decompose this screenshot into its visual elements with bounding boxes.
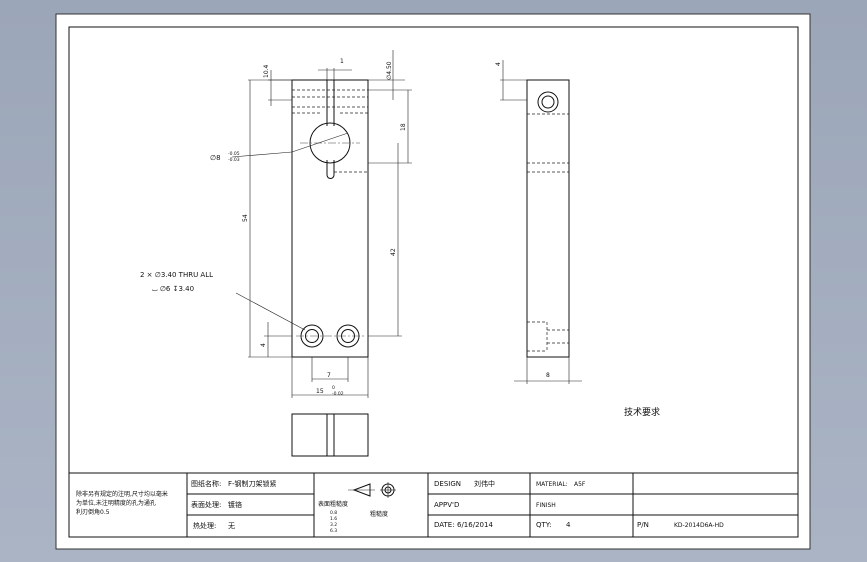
dim-side-width: 8 <box>546 372 550 379</box>
tb-r3: 3.2 <box>330 522 337 528</box>
tb-r2: 1.6 <box>330 516 337 522</box>
dim-bore-tol-upper: -0.05 <box>228 151 240 157</box>
front-body-outline <box>291 79 369 358</box>
front-dimensions: 1 10.4 ∅4.50 18 54 42 4 ∅8 -0.05 -0.03 <box>140 50 412 398</box>
tb-part-name-label: 图纸名称: <box>191 479 221 488</box>
tb-material-label: MATERIAL: <box>536 481 568 488</box>
tb-note-line3: 利刃倒角0.5 <box>76 508 110 516</box>
projection-symbol <box>348 482 396 498</box>
tb-appvd-label: APPV'D <box>434 501 459 509</box>
dim-width-tol-lower: -0.02 <box>332 391 344 397</box>
tb-r1: 0.8 <box>330 510 337 516</box>
tb-qty-label: QTY: <box>536 521 552 529</box>
title-block: 除非另有规定的注明,尺寸均以毫米 为单位,未注明精度的孔为通孔 利刃倒角0.5 … <box>68 472 799 538</box>
tb-note-line1: 除非另有规定的注明,尺寸均以毫米 <box>76 490 168 498</box>
dim-small-hole: ∅4.50 <box>386 61 393 80</box>
note-counterbore: ⌴ ∅6 ↧3.40 <box>152 285 194 293</box>
tb-surface-label: 表面处理: <box>191 500 221 509</box>
tb-design-label: DESIGN <box>434 480 461 488</box>
tb-surface-value: 镀铬 <box>228 500 242 509</box>
side-body-outline <box>526 79 570 358</box>
dim-top-offset: 10.4 <box>263 64 270 78</box>
tb-heat-label: 热处理: <box>193 521 216 530</box>
dim-pitch: 7 <box>327 372 331 379</box>
dim-side-top: 4 <box>495 62 502 66</box>
tb-material-value: A5F <box>574 481 586 488</box>
tb-date-label: DATE: <box>434 521 455 529</box>
dim-total-length: 54 <box>242 214 249 222</box>
dim-slot-width: 1 <box>340 58 344 65</box>
dim-hole-spacing: 42 <box>390 248 397 256</box>
dim-bottom-offset: 4 <box>260 343 267 347</box>
note-thru-holes: 2 × ∅3.40 THRU ALL <box>140 271 213 279</box>
tb-note-line2: 为单位,未注明精度的孔为通孔 <box>76 499 156 507</box>
bottom-view <box>291 413 369 457</box>
paper <box>55 13 811 550</box>
tb-pn-label: P/N <box>637 521 649 529</box>
tb-pn-value: KD-2014D6A-HD <box>674 522 724 529</box>
dim-width: 15 <box>316 388 324 395</box>
tb-heat-value: 无 <box>228 522 235 530</box>
tb-part-name-value: F-钢制刀架锁紧 <box>228 479 277 488</box>
side-view: 4 8 <box>495 60 582 384</box>
dim-hole-depth: 18 <box>400 123 407 131</box>
tech-requirements: 技术要求 <box>624 406 660 418</box>
tb-qty-value: 4 <box>566 521 571 529</box>
dim-bore-tol-lower: -0.03 <box>228 157 240 163</box>
tb-roughness-label: 表面粗糙度 <box>318 500 348 508</box>
dim-bore-dia: ∅8 <box>210 154 221 162</box>
tb-design-value: 刘伟中 <box>474 479 495 488</box>
tb-r4: 6.3 <box>330 528 337 534</box>
tb-ra-label: 粗糙度 <box>370 510 388 518</box>
tb-finish-label: FINISH <box>536 502 556 509</box>
front-view <box>291 79 369 358</box>
tb-date-value: 6/16/2014 <box>457 521 493 529</box>
dim-width-tol-upper: 0 <box>332 385 335 391</box>
